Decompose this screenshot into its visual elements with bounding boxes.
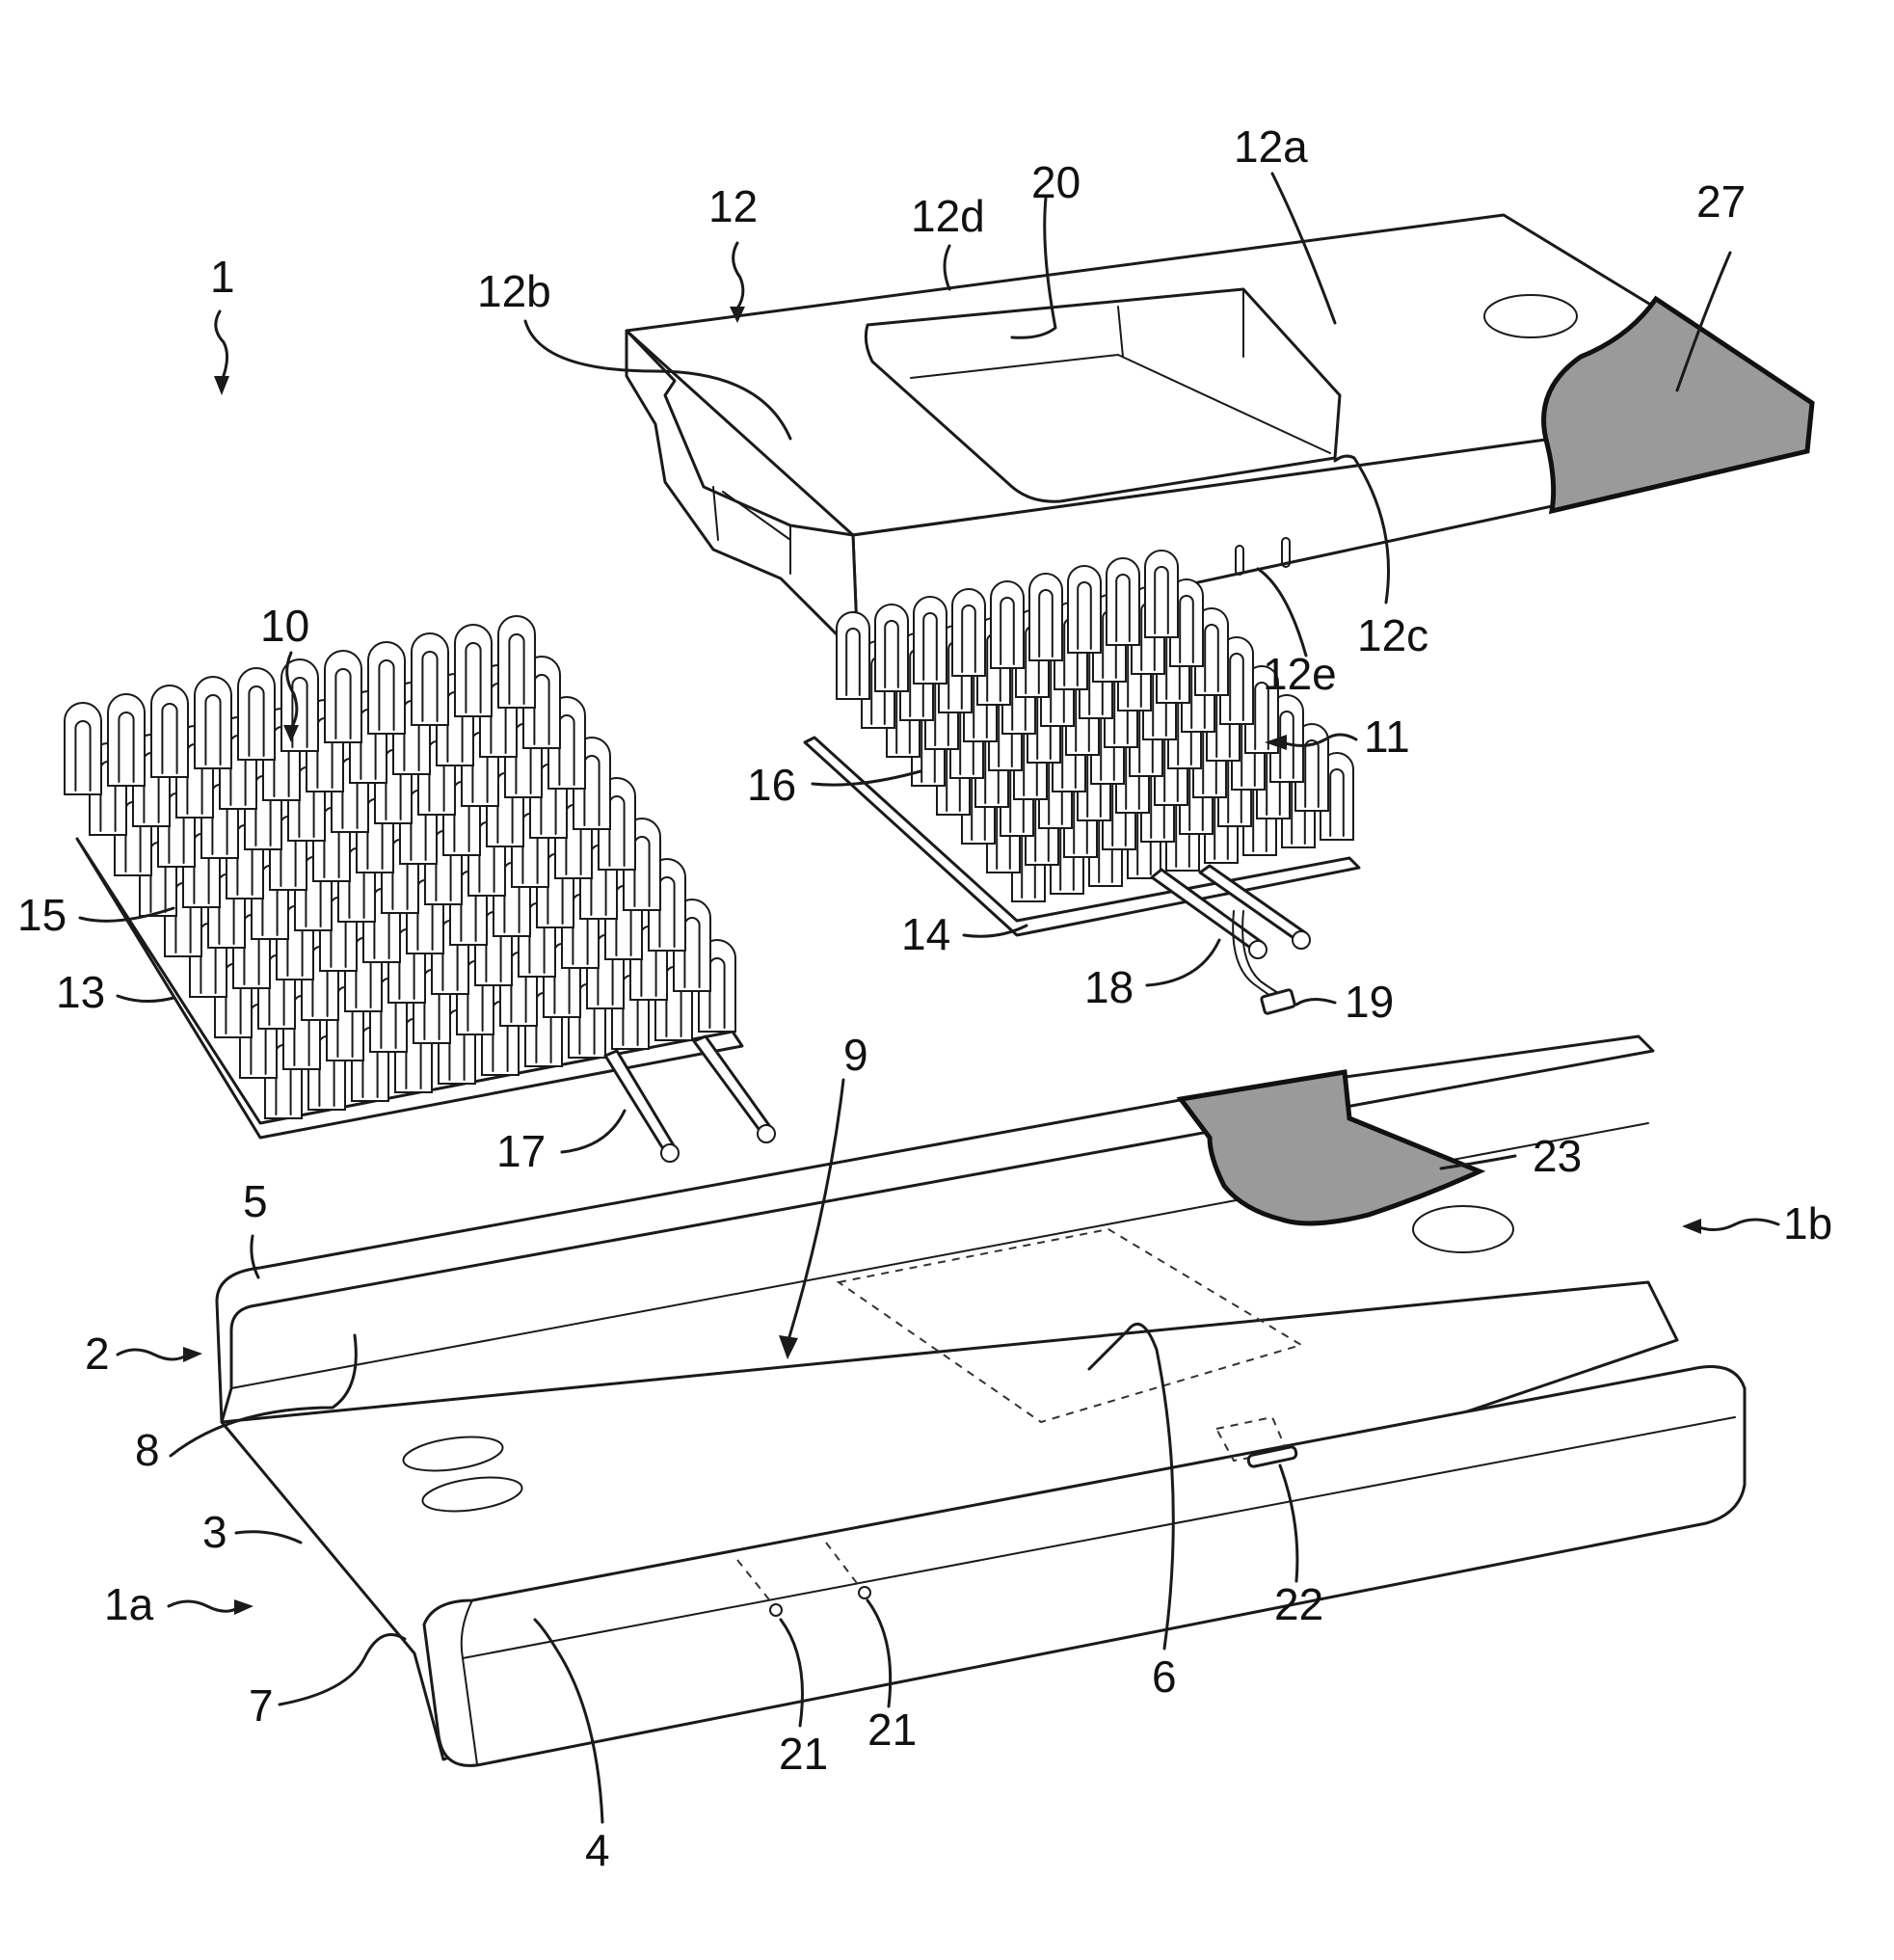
label-1: 1: [210, 252, 235, 302]
label-21-left: 21: [779, 1729, 828, 1779]
cushion-large: [65, 616, 775, 1162]
label-14: 14: [901, 909, 950, 959]
label-12a: 12a: [1234, 121, 1308, 172]
label-12d: 12d: [911, 191, 985, 241]
label-27: 27: [1696, 176, 1746, 227]
air-cell: [368, 642, 405, 734]
label-12: 12: [708, 181, 758, 231]
label-22: 22: [1274, 1579, 1323, 1629]
air-cell: [914, 597, 947, 684]
label-2: 2: [85, 1329, 110, 1379]
air-cell: [952, 589, 985, 676]
air-cell: [1029, 574, 1062, 660]
label-12e: 12e: [1263, 649, 1337, 699]
label-15: 15: [17, 890, 67, 940]
label-8: 8: [135, 1425, 160, 1475]
label-20: 20: [1031, 157, 1080, 207]
label-12b: 12b: [477, 266, 551, 316]
air-cell: [412, 633, 448, 725]
label-21-right: 21: [867, 1705, 917, 1755]
air-cell: [498, 616, 535, 708]
air-cell: [238, 668, 275, 760]
label-10: 10: [260, 601, 309, 651]
label-6: 6: [1152, 1651, 1177, 1702]
label-12c: 12c: [1357, 610, 1428, 660]
air-cell: [325, 651, 361, 742]
label-23: 23: [1533, 1131, 1582, 1181]
label-1a: 1a: [104, 1579, 154, 1629]
label-18: 18: [1084, 962, 1134, 1012]
label-9: 9: [843, 1030, 868, 1080]
cushion-large-cells: [65, 616, 735, 1118]
air-cell: [1145, 550, 1178, 637]
air-cell: [151, 685, 188, 777]
air-cell: [65, 703, 101, 794]
cushion-small: [805, 550, 1359, 1014]
air-cell: [991, 581, 1024, 668]
label-7: 7: [249, 1680, 274, 1731]
label-16: 16: [747, 760, 796, 810]
label-11: 11: [1364, 712, 1410, 762]
air-cell: [837, 612, 869, 699]
air-cell: [1068, 566, 1101, 653]
label-4: 4: [585, 1825, 610, 1875]
label-19: 19: [1345, 977, 1394, 1027]
label-5: 5: [243, 1176, 268, 1226]
air-cell: [1107, 558, 1139, 645]
label-3: 3: [202, 1507, 227, 1557]
label-17: 17: [496, 1126, 546, 1176]
label-13: 13: [56, 967, 105, 1017]
cover-pad: [627, 215, 1812, 656]
air-cell: [455, 625, 492, 716]
label-1b: 1b: [1783, 1198, 1832, 1248]
air-cell: [108, 694, 145, 786]
air-cell: [195, 677, 231, 768]
base: [217, 1036, 1745, 1765]
air-cell: [875, 604, 908, 691]
